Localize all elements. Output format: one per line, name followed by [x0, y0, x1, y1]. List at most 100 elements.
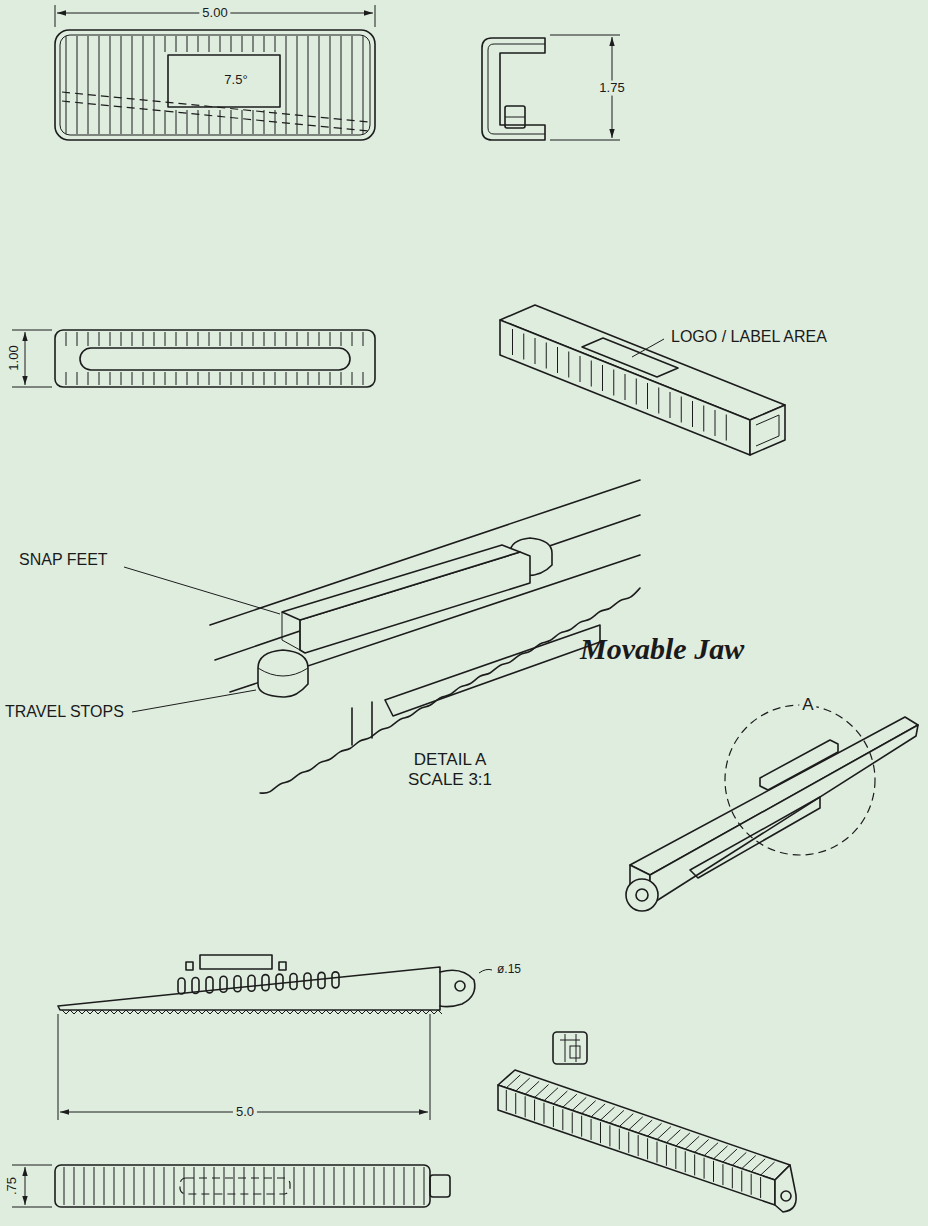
rib-line	[143, 372, 144, 385]
rib-line	[341, 372, 342, 385]
jaw-bottom-view-part	[25, 1167, 26, 1205]
rib-line	[164, 1167, 165, 1205]
rib-line	[253, 372, 254, 385]
rib-line	[666, 1130, 680, 1143]
rib-line	[110, 332, 111, 346]
rib-line	[254, 1167, 255, 1205]
rib-line	[244, 1167, 245, 1205]
rib-line	[264, 36, 265, 52]
detail-caption: DETAIL A SCALE 3:1	[392, 750, 508, 789]
rib-line	[334, 1167, 335, 1205]
callout-label: SNAP FEET	[16, 551, 111, 569]
rib-line	[198, 372, 199, 385]
rib-line	[572, 1112, 573, 1133]
rib-line	[64, 1167, 65, 1205]
rib-line	[110, 36, 111, 134]
rib-line	[525, 1081, 539, 1094]
rib-line	[204, 1167, 205, 1205]
rib-slot	[220, 976, 227, 992]
rib-line	[742, 1156, 756, 1169]
cap-end-view-part	[505, 117, 525, 118]
rib-slot	[304, 973, 311, 989]
rib-line	[242, 332, 243, 346]
rib-slot	[206, 977, 213, 993]
rib-line	[384, 1167, 385, 1205]
rib-line	[600, 1107, 614, 1120]
detail-a-part	[258, 668, 308, 676]
rib-line	[741, 1171, 742, 1192]
rib-line	[363, 372, 364, 385]
cap-top-view-part	[55, 5, 56, 27]
rib-line	[523, 334, 524, 360]
rib-line	[324, 1167, 325, 1205]
cap-top-view-part	[168, 55, 280, 107]
rib-line	[297, 372, 298, 385]
detail-a-part	[132, 690, 256, 712]
rib-line	[704, 1143, 718, 1156]
rib-line	[214, 1167, 215, 1205]
jaw-isometric	[626, 705, 918, 911]
jaw-side-view-part	[58, 967, 440, 1010]
rib-line	[572, 1097, 586, 1110]
rib-line	[319, 332, 320, 346]
rib-line	[694, 1154, 695, 1175]
rib-line	[77, 372, 78, 385]
rib-slot	[290, 974, 297, 990]
rib-line	[534, 1100, 535, 1121]
rib-line	[714, 1146, 728, 1159]
rib-line	[99, 332, 100, 346]
jaw-side-view-part	[440, 970, 475, 1006]
rib-line	[658, 388, 659, 414]
jaw-isometric-part	[690, 797, 820, 878]
rib-line	[187, 36, 188, 52]
rib-line	[341, 36, 342, 134]
rib-line	[66, 332, 67, 346]
rib-line	[264, 332, 265, 346]
rib-line	[143, 36, 144, 134]
rib-line	[242, 372, 243, 385]
rib-line	[543, 1103, 544, 1124]
rib-line	[582, 1101, 596, 1114]
detail-a-part	[258, 650, 308, 697]
rib-line	[352, 332, 353, 346]
rib-line	[209, 372, 210, 385]
rib-line	[220, 372, 221, 385]
rib-line	[675, 1148, 676, 1169]
rib-line	[374, 1167, 375, 1205]
rib-line	[619, 1129, 620, 1150]
cap-end-view-part	[482, 38, 545, 140]
rib-line	[715, 410, 716, 436]
jaw-end-view-part	[565, 1034, 566, 1062]
rib-line	[286, 332, 287, 346]
rib-line	[670, 392, 671, 418]
rib-line	[77, 36, 78, 134]
detail-a-part	[300, 620, 301, 650]
rib-line	[294, 1167, 295, 1205]
rib-line	[154, 332, 155, 346]
rib-slot	[318, 972, 325, 988]
rib-line	[610, 1110, 624, 1123]
rib-line	[591, 361, 592, 387]
rib-line	[516, 1078, 530, 1091]
rib-line	[77, 332, 78, 346]
rib-line	[209, 332, 210, 346]
rib-line	[414, 1167, 415, 1205]
detail-letter: A	[799, 695, 816, 715]
cap-side-view-part	[12, 387, 52, 388]
rib-line	[132, 332, 133, 346]
rib-line	[88, 36, 89, 134]
rib-line	[726, 415, 727, 441]
rib-line	[88, 332, 89, 346]
dimension: ø.15	[494, 963, 524, 977]
rib-line	[304, 1167, 305, 1205]
rib-line	[275, 110, 276, 134]
jaw-isometric-part	[650, 725, 918, 905]
serrated-edge	[260, 588, 640, 793]
rib-line	[209, 110, 210, 134]
rib-line	[546, 343, 547, 369]
rib-slot	[234, 976, 241, 992]
rib-line	[187, 332, 188, 346]
rib-line	[515, 1093, 516, 1114]
rib-line	[242, 36, 243, 52]
